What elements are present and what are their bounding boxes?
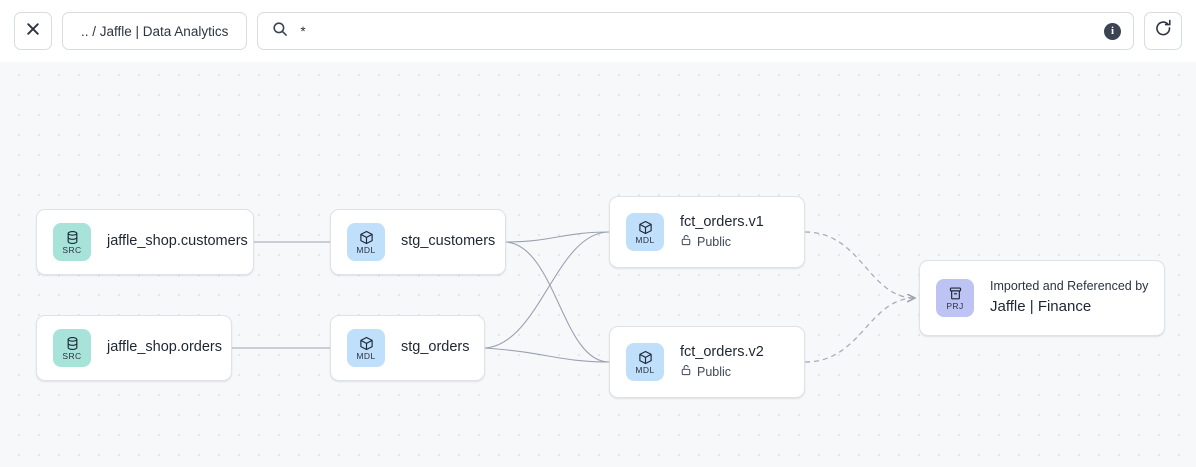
visibility-label: Public <box>697 364 732 379</box>
badge-label: MDL <box>635 234 655 245</box>
graph-canvas[interactable]: SRC jaffle_shop.customers SRC jaffle_sh <box>0 62 1196 467</box>
node-title: jaffle_shop.orders <box>107 339 223 356</box>
badge-label: PRJ <box>946 300 964 311</box>
node-body: jaffle_shop.orders <box>107 339 223 356</box>
node-jaffle-shop-orders[interactable]: SRC jaffle_shop.orders <box>36 315 232 381</box>
search-icon <box>272 21 288 42</box>
node-title: Jaffle | Finance <box>990 297 1092 315</box>
visibility-label: Public <box>697 234 732 249</box>
info-icon[interactable]: i <box>1104 22 1121 40</box>
refresh-button[interactable] <box>1144 12 1182 50</box>
badge-label: MDL <box>635 364 655 375</box>
close-button[interactable] <box>14 12 52 50</box>
edge-stgorders-fctv2 <box>484 347 610 363</box>
node-body: fct_orders.v2 Public <box>680 344 764 380</box>
node-body: jaffle_shop.customers <box>107 233 248 250</box>
node-body: fct_orders.v1 Public <box>680 214 764 250</box>
node-title: stg_customers <box>401 233 496 250</box>
node-visibility: Public <box>680 234 764 250</box>
edge-stgcustomers-fctv2 <box>505 241 610 363</box>
breadcrumb[interactable]: .. / Jaffle | Data Analytics <box>62 12 248 50</box>
node-fct-orders-v2[interactable]: MDL fct_orders.v2 Public <box>609 326 805 398</box>
cube-icon <box>638 350 653 365</box>
badge-label: SRC <box>62 350 82 361</box>
badge-mdl: MDL <box>626 343 664 381</box>
edge-stgcustomers-fctv1 <box>505 231 610 243</box>
unlock-icon <box>680 364 692 380</box>
node-jaffle-finance[interactable]: PRJ Imported and Referenced by Jaffle | … <box>919 260 1165 336</box>
breadcrumb-label: .. / Jaffle | Data Analytics <box>81 23 229 39</box>
node-title: jaffle_shop.customers <box>107 233 248 250</box>
node-stg-orders[interactable]: MDL stg_orders <box>330 315 485 381</box>
cube-icon <box>359 230 374 245</box>
badge-src: SRC <box>53 223 91 261</box>
edge-fctv1-project <box>804 231 915 298</box>
edge-fctv2-project <box>804 298 915 363</box>
refresh-icon <box>1154 19 1173 43</box>
badge-mdl: MDL <box>347 329 385 367</box>
node-title: stg_orders <box>401 339 470 356</box>
node-body: Imported and Referenced by Jaffle | Fina… <box>990 279 1148 316</box>
badge-mdl: MDL <box>626 213 664 251</box>
cube-icon <box>638 220 653 235</box>
badge-prj: PRJ <box>936 279 974 317</box>
archive-icon <box>948 286 963 301</box>
node-title: fct_orders.v1 <box>680 213 764 230</box>
cube-icon <box>359 336 374 351</box>
unlock-icon <box>680 234 692 250</box>
node-body: stg_orders <box>401 339 470 356</box>
node-title: fct_orders.v2 <box>680 343 764 360</box>
badge-label: MDL <box>356 244 376 255</box>
node-pretitle: Imported and Referenced by <box>990 279 1149 294</box>
badge-label: MDL <box>356 350 376 361</box>
node-stg-customers[interactable]: MDL stg_customers <box>330 209 506 275</box>
badge-label: SRC <box>62 244 82 255</box>
top-toolbar: .. / Jaffle | Data Analytics i <box>0 0 1196 62</box>
close-icon <box>25 21 41 42</box>
database-icon <box>65 230 80 245</box>
node-jaffle-shop-customers[interactable]: SRC jaffle_shop.customers <box>36 209 254 275</box>
search-bar[interactable]: i <box>257 12 1134 50</box>
node-body: stg_customers <box>401 233 496 250</box>
badge-src: SRC <box>53 329 91 367</box>
node-visibility: Public <box>680 364 764 380</box>
search-input[interactable] <box>300 13 1092 49</box>
badge-mdl: MDL <box>347 223 385 261</box>
database-icon <box>65 336 80 351</box>
node-fct-orders-v1[interactable]: MDL fct_orders.v1 Public <box>609 196 805 268</box>
